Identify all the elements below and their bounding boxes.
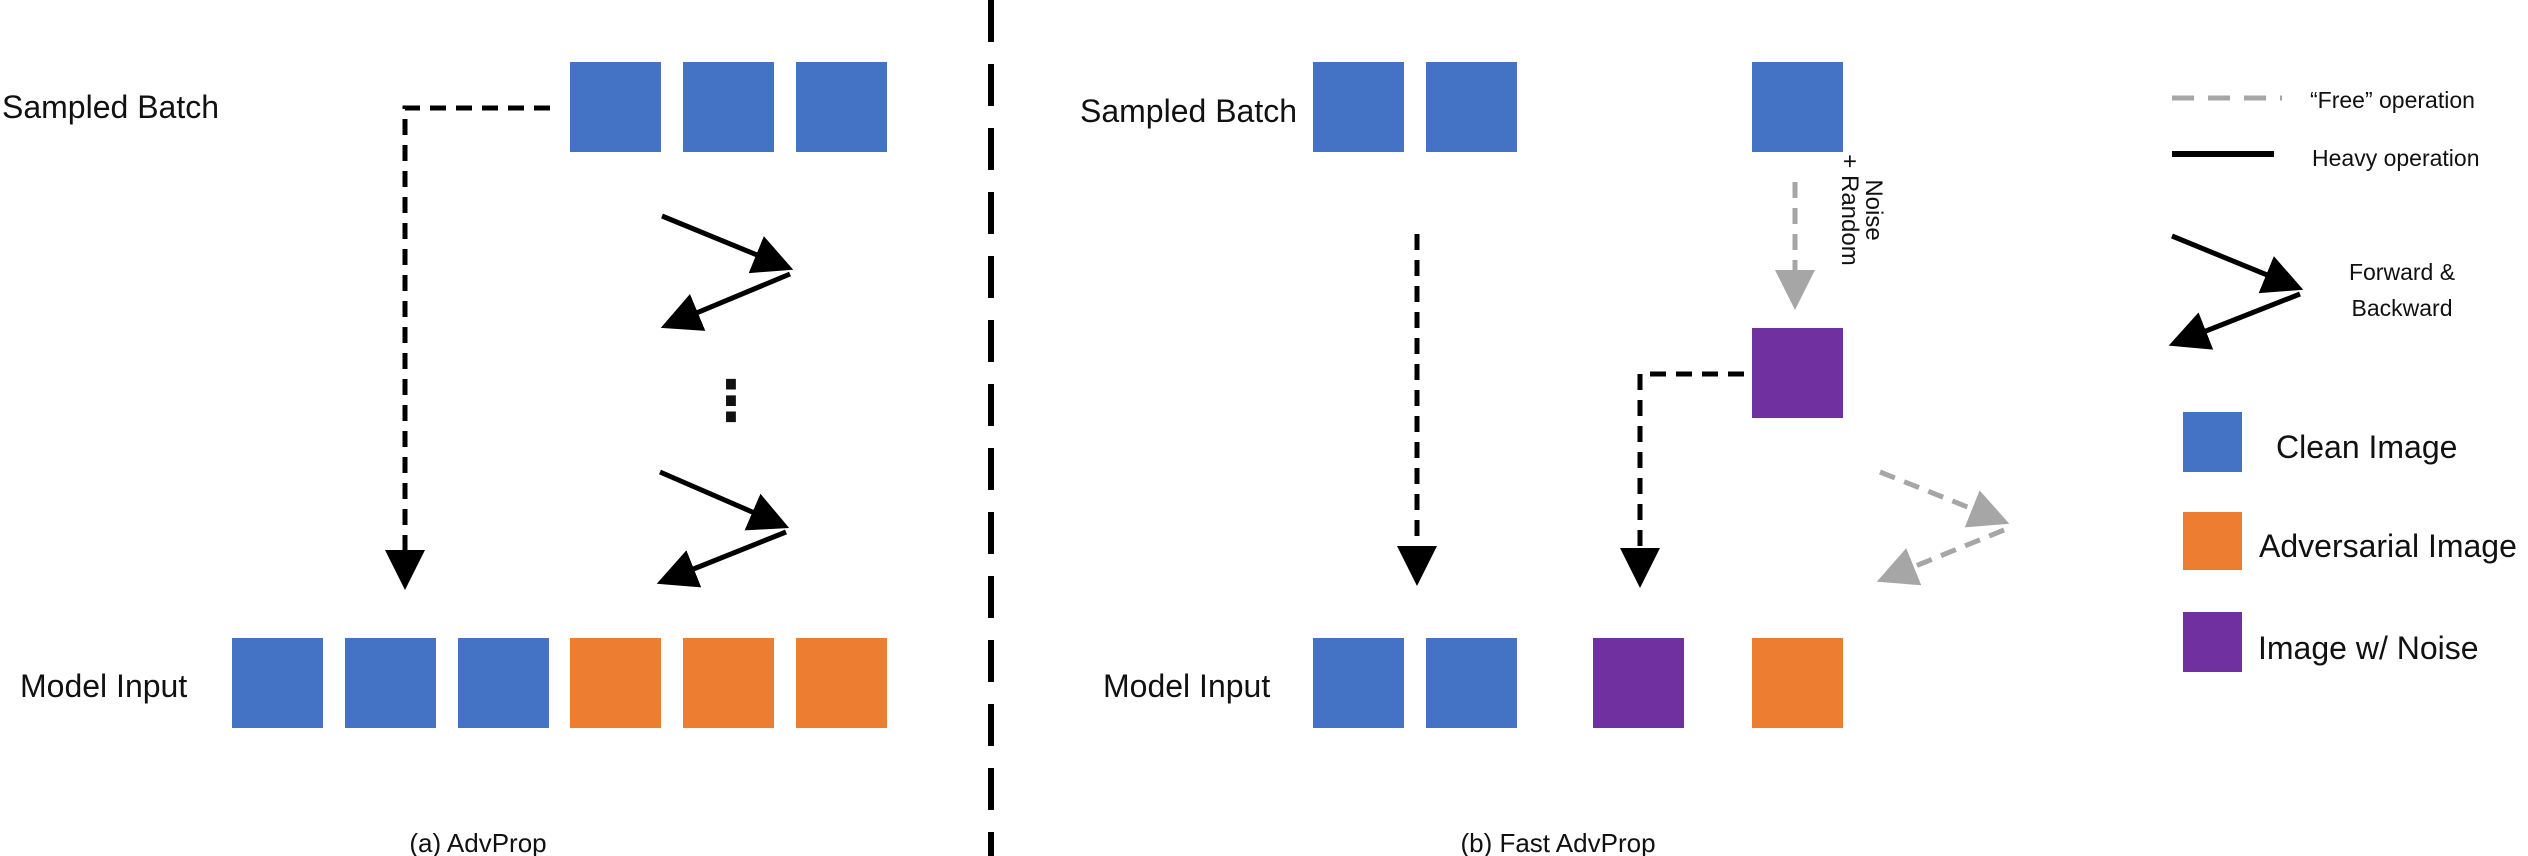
panel-b-sampled-clean-image (1752, 62, 1843, 152)
panel-b-noise-image (1752, 328, 1843, 418)
panel-b-sampled-clean-image (1426, 62, 1517, 152)
panel-a-ellipsis: ⋮ (703, 369, 759, 432)
panel-a-input-clean-image (458, 638, 549, 728)
panel-a-sampled-clean-image (570, 62, 661, 152)
panel-b: Sampled Batch Model Input + Random Noise (1080, 62, 2010, 856)
panel-b-sampled-clean-image (1313, 62, 1404, 152)
legend-image-with-noise-label: Image w/ Noise (2258, 630, 2479, 666)
legend-clean-image-label: Clean Image (2276, 429, 2457, 465)
panel-b-caption: (b) Fast AdvProp (1460, 828, 1655, 856)
panel-a-input-adversarial-image (570, 638, 661, 728)
legend-forward-backward-line1: Forward & (2349, 259, 2455, 285)
panel-b-noise-label-line2: Noise (1860, 179, 1887, 240)
legend-heavy-operation-label: Heavy operation (2312, 145, 2480, 171)
panel-b-input-adversarial-image (1752, 638, 1843, 728)
panel-b-input-clean-image (1426, 638, 1517, 728)
legend-forward-backward-line2: Backward (2352, 295, 2453, 321)
panel-a: Sampled Batch Model Input ⋮ (a) AdvProp (2, 62, 887, 856)
panel-a-model-input-label: Model Input (20, 668, 187, 704)
panel-a-copy-arrow (385, 105, 550, 590)
panel-b-free-forward-backward (1876, 469, 2010, 586)
legend-clean-swatch (2183, 412, 2242, 472)
legend-adversarial-swatch (2183, 512, 2242, 570)
panel-a-input-clean-image (345, 638, 436, 728)
legend-adversarial-image-label: Adversarial Image (2259, 528, 2517, 564)
panel-a-sampled-batch-label: Sampled Batch (2, 89, 219, 125)
panel-a-input-adversarial-image (796, 638, 887, 728)
panel-b-noise-copy-arrow (1620, 371, 1744, 588)
panel-a-forward-backward-top (660, 213, 794, 331)
panel-a-caption: (a) AdvProp (409, 828, 546, 856)
panel-b-noise-label-line1: + Random (1836, 154, 1863, 265)
legend-free-operation-label: “Free” operation (2310, 87, 2475, 113)
panel-a-forward-backward-bottom (656, 469, 790, 588)
panel-a-input-adversarial-image (683, 638, 774, 728)
panel-b-input-clean-image (1313, 638, 1404, 728)
panel-a-sampled-clean-image (796, 62, 887, 152)
legend: “Free” operation Heavy operation Forward… (2168, 87, 2517, 672)
panel-b-sampled-batch-label: Sampled Batch (1080, 93, 1297, 129)
panel-a-sampled-clean-image (683, 62, 774, 152)
panel-b-input-noise-image (1593, 638, 1684, 728)
panel-a-input-clean-image (232, 638, 323, 728)
panel-b-model-input-label: Model Input (1103, 668, 1270, 704)
legend-noise-swatch (2183, 612, 2242, 672)
legend-forward-backward-icon (2168, 233, 2304, 350)
